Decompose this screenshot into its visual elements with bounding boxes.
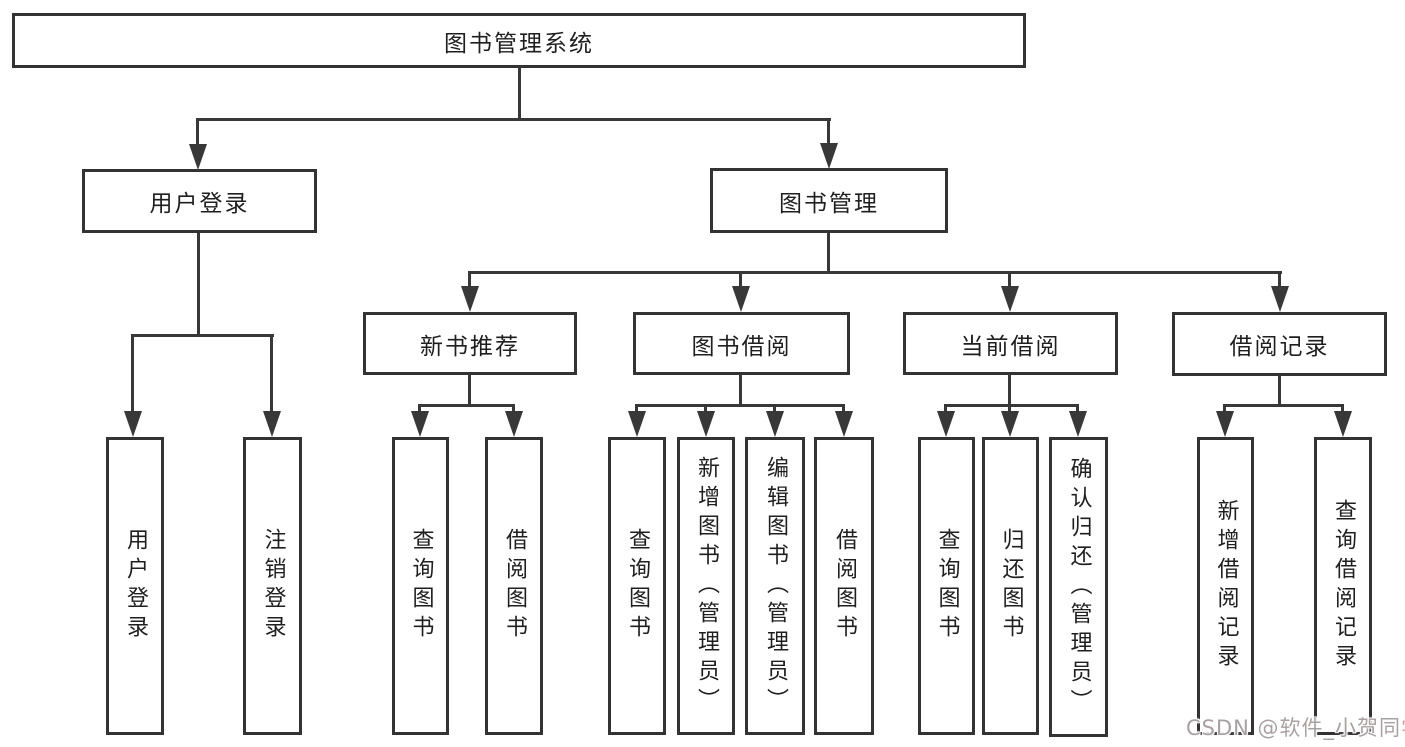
connector-records-rail xyxy=(1223,404,1344,407)
arrow-to-nb-query xyxy=(411,411,429,437)
leaf-newbook-query: 查询图书 xyxy=(392,437,449,735)
connector-to-cb-query xyxy=(944,404,947,414)
connector-to-leaf-logout xyxy=(270,334,273,412)
arrow-to-nb-borrow xyxy=(505,411,523,437)
leaf-newbook-borrow: 借阅图书 xyxy=(485,437,543,735)
connector-to-rec-add xyxy=(1223,404,1226,414)
connector-to-bb-borrow xyxy=(842,404,845,414)
arrow-to-cb-confirm xyxy=(1069,411,1087,437)
connector-to-book-management xyxy=(827,118,830,144)
connector-records-stem xyxy=(1278,375,1281,407)
connector-book-borrow-rail xyxy=(635,404,845,407)
connector-root-rail xyxy=(197,118,831,121)
leaf-borrow-edit-admin: 编辑图书（管理员） xyxy=(745,437,805,735)
connector-book-borrow-stem xyxy=(739,374,742,407)
connector-to-rec-query xyxy=(1341,404,1344,414)
connector-to-leaf-user-login xyxy=(131,334,134,412)
arrow-to-bb-query xyxy=(628,411,646,437)
node-new-book-recommend: 新书推荐 xyxy=(363,312,577,375)
leaf-logout: 注销登录 xyxy=(243,437,302,735)
connector-current-borrow-stem xyxy=(1008,374,1011,407)
arrow-to-book-management xyxy=(820,143,838,169)
leaf-records-add: 新增借阅记录 xyxy=(1197,437,1254,735)
arrow-to-bb-edit xyxy=(766,411,784,437)
arrow-to-cb-return xyxy=(1001,411,1019,437)
connector-current-borrow-rail xyxy=(944,404,1079,407)
connector-level3-rail xyxy=(468,271,1282,274)
leaf-current-confirm-admin: 确认归还（管理员） xyxy=(1049,437,1108,737)
node-borrow-records: 借阅记录 xyxy=(1172,312,1387,376)
arrow-to-user-login xyxy=(189,144,207,170)
connector-to-bb-edit xyxy=(773,404,776,414)
connector-book-management-stem xyxy=(827,233,830,274)
connector-to-current-borrow xyxy=(1008,271,1011,288)
connector-to-nb-query xyxy=(418,404,421,414)
leaf-borrow-query: 查询图书 xyxy=(608,437,666,735)
node-user-login: 用户登录 xyxy=(82,169,317,233)
leaf-user-login: 用户登录 xyxy=(106,437,164,735)
connector-to-new-book-recommend xyxy=(468,271,471,288)
leaf-current-query: 查询图书 xyxy=(918,437,975,735)
arrow-to-bb-add xyxy=(697,411,715,437)
csdn-watermark: CSDN @软件_小贺同学 xyxy=(1186,712,1405,742)
arrow-to-current-borrow xyxy=(1001,286,1019,312)
leaf-borrow-book: 借阅图书 xyxy=(814,437,874,735)
connector-to-cb-confirm xyxy=(1076,404,1079,414)
csdn-watermark-accent: 学 xyxy=(1401,716,1405,740)
node-book-borrow: 图书借阅 xyxy=(633,312,850,375)
arrow-to-new-book-recommend xyxy=(461,286,479,312)
connector-new-book-rail xyxy=(418,404,515,407)
connector-user-login-stem xyxy=(197,233,200,337)
connector-to-nb-borrow xyxy=(512,404,515,414)
connector-to-bb-query xyxy=(635,404,638,414)
connector-to-book-borrow xyxy=(739,271,742,288)
leaf-current-return: 归还图书 xyxy=(982,437,1039,735)
node-current-borrow: 当前借阅 xyxy=(903,312,1118,375)
connector-user-login-rail xyxy=(132,334,274,337)
arrow-to-leaf-logout xyxy=(263,411,281,437)
node-root-system: 图书管理系统 xyxy=(12,13,1026,68)
connector-to-user-login xyxy=(196,118,199,145)
leaf-records-query: 查询借阅记录 xyxy=(1314,437,1372,735)
arrow-to-bb-borrow xyxy=(835,411,853,437)
csdn-watermark-text: CSDN @软件_小贺同 xyxy=(1186,716,1402,740)
arrow-to-leaf-user-login xyxy=(124,411,142,437)
arrow-to-borrow-records xyxy=(1271,286,1289,312)
arrow-to-book-borrow xyxy=(732,286,750,312)
leaf-borrow-add-admin: 新增图书（管理员） xyxy=(677,437,735,735)
arrow-to-rec-add xyxy=(1216,411,1234,437)
connector-root-stem xyxy=(518,67,521,120)
node-book-management: 图书管理 xyxy=(710,168,948,233)
arrow-to-rec-query xyxy=(1334,411,1352,437)
connector-to-bb-add xyxy=(704,404,707,414)
connector-new-book-stem xyxy=(468,374,471,407)
connector-to-cb-return xyxy=(1008,404,1011,414)
arrow-to-cb-query xyxy=(937,411,955,437)
connector-to-borrow-records xyxy=(1278,271,1281,288)
